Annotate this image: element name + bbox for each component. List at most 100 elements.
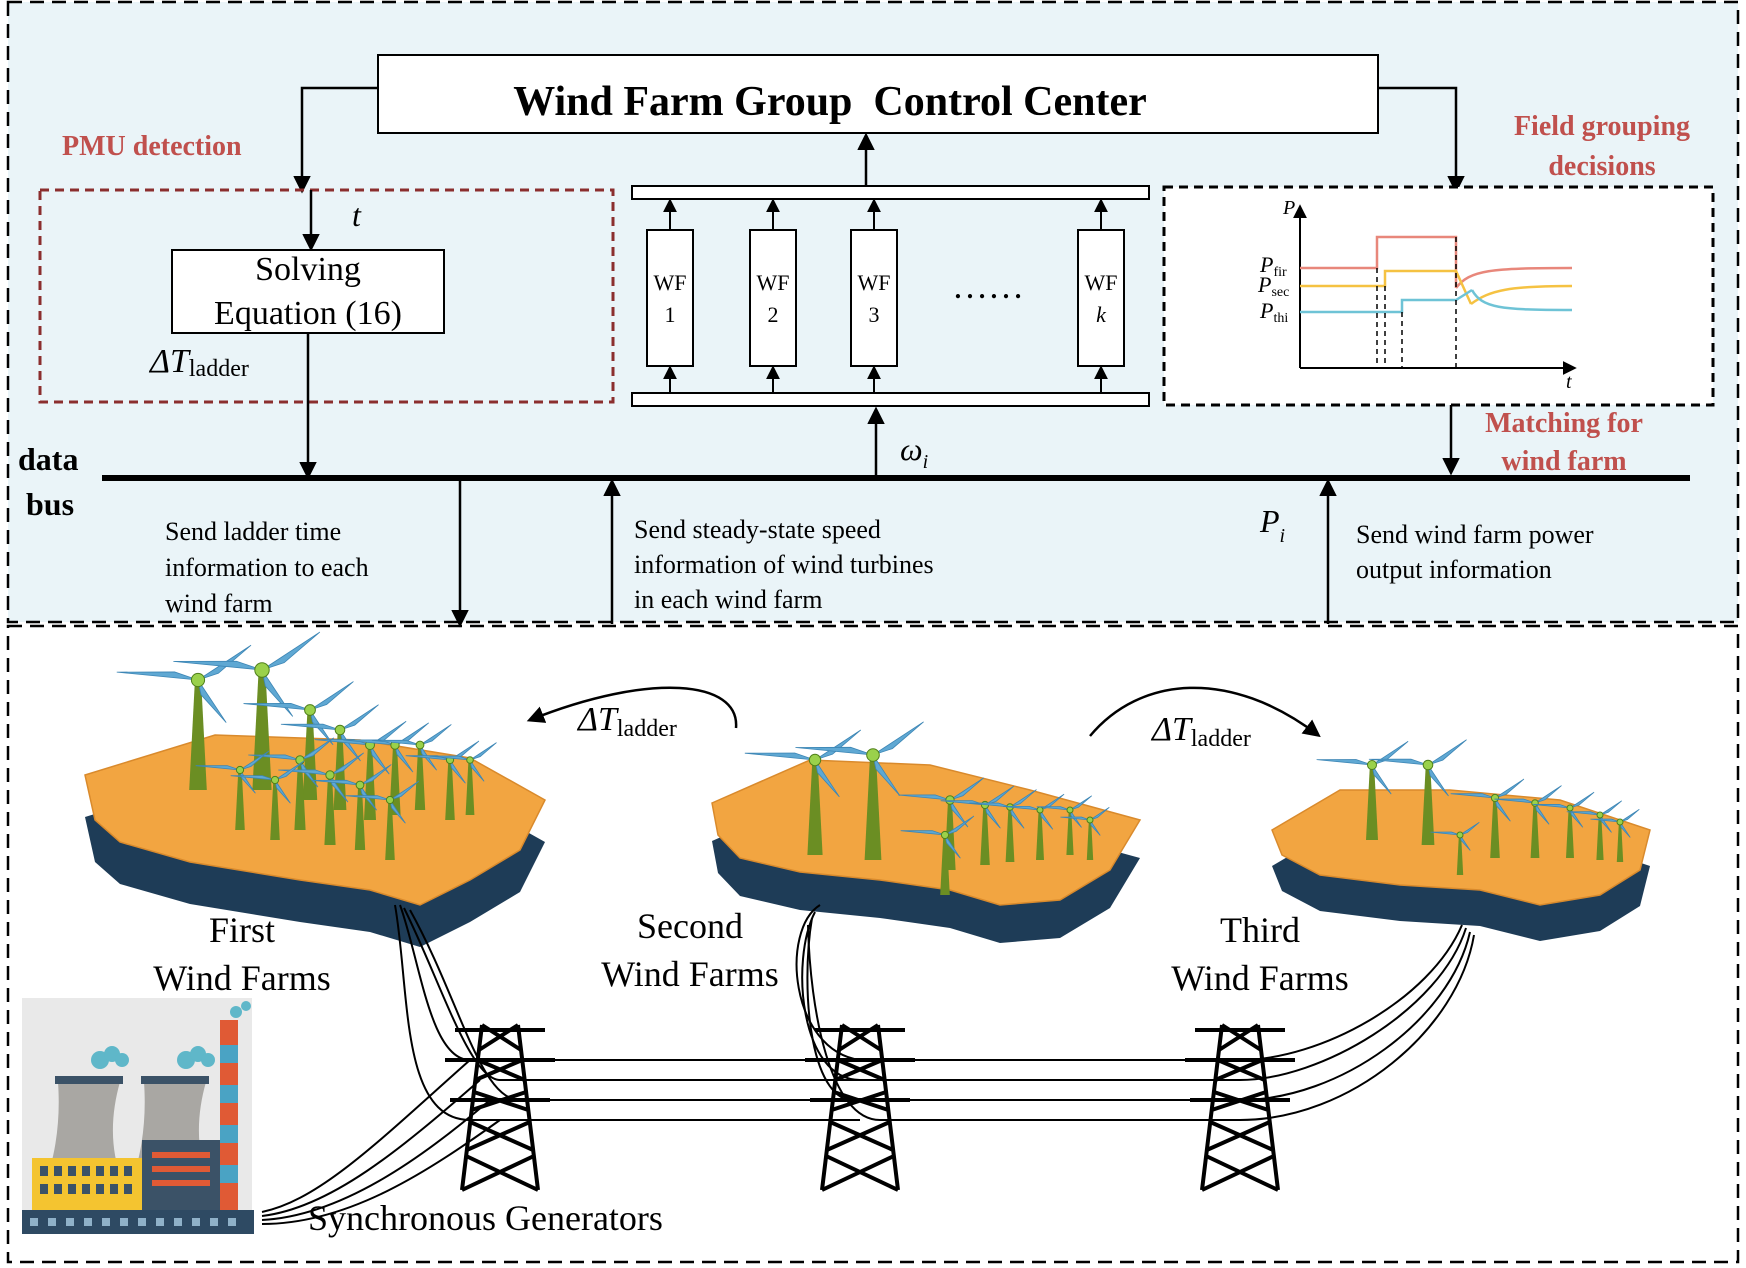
matching-label-line1: Matching for (1485, 408, 1643, 439)
wind-turbine-icon (898, 777, 985, 870)
ladder-arrow-left-label: ΔTladder (576, 701, 677, 742)
solving-line2: Equation (16) (214, 295, 402, 332)
third-farm-label-line2: Wind Farms (1171, 958, 1349, 998)
field-grouping-label-line2: decisions (1548, 151, 1655, 182)
p-fir-label: Pfir (1259, 252, 1287, 280)
ladder-message-line1: Send ladder time (165, 517, 341, 546)
ladder-arrow-right-label: ΔTladder (1150, 711, 1251, 752)
mini-chart-y-label: P (1282, 197, 1295, 219)
transmission-lines (261, 904, 1475, 1225)
data-bus-label-line2: bus (26, 486, 74, 522)
control-center-box (377, 54, 1379, 134)
wf-unit-label-bottom: 3 (869, 302, 880, 327)
wind-turbine-icon (795, 721, 924, 860)
wind-farm-islands (84, 631, 1651, 947)
control-to-pmu-arrow (293, 86, 378, 194)
ladder-message-line3: wind farm (165, 589, 273, 618)
field-grouping-box (1162, 185, 1715, 407)
wf-unit-4: WF k (1077, 198, 1125, 393)
pmu-detection-label: PMU detection (62, 131, 242, 162)
wind-turbine-icon (1450, 778, 1525, 858)
delta-t-ladder-output: ΔTladder (148, 343, 249, 382)
wf-unit-box (749, 229, 797, 367)
wind-turbine-icon (1003, 793, 1065, 860)
p-sec-line (1300, 269, 1473, 305)
p-sec-recovery (1470, 284, 1573, 306)
solving-equation-box (171, 249, 445, 334)
wf-unit-1: WF 1 (646, 198, 694, 393)
ladder-message-line2: information to each (165, 553, 369, 582)
field-grouping-label-line1: Field grouping (1514, 111, 1690, 142)
wf-top-bar (631, 185, 1150, 200)
wf-bottom-bar (631, 392, 1150, 407)
t-input-label: t (352, 197, 362, 233)
third-farm-island (1271, 739, 1651, 941)
wf-unit-box (646, 229, 694, 367)
wf-unit-label-bottom: 2 (768, 302, 779, 327)
wf-unit-box (850, 229, 898, 367)
wf-unit-2: WF 2 (749, 198, 797, 393)
solving-line1: Solving (255, 251, 361, 288)
power-message: Send wind farm power output information (1356, 520, 1594, 584)
wind-turbine-icon (940, 785, 1015, 865)
ladder-arrow-right (1089, 686, 1321, 738)
control-to-grouping-arrow (1378, 86, 1465, 194)
wf-ellipsis: …… (952, 266, 1024, 306)
wf-unit-label-bottom: k (1096, 302, 1107, 327)
p-thi-recovery (1470, 289, 1573, 312)
first-farm-island (84, 631, 546, 947)
control-center-title: Wind Farm Group Control Center (513, 79, 1147, 125)
power-plant-icon (22, 998, 254, 1234)
omega-label: ωi (900, 431, 928, 473)
transmission-tower-icon (805, 1023, 915, 1192)
wf-unit-label-top: WF (1085, 270, 1118, 295)
wf-unit-label-top: WF (757, 270, 790, 295)
transmission-towers (445, 1023, 1295, 1192)
first-farm-label-line1: First (209, 910, 275, 950)
wind-turbine-icon (1533, 791, 1595, 858)
wind-turbine-icon (345, 780, 420, 860)
third-farm-label-line1: Third (1220, 910, 1300, 950)
second-farm-label-line1: Second (637, 906, 743, 946)
wf-unit-3: WF 3 (850, 198, 898, 393)
power-message-line2: output information (1356, 555, 1552, 584)
wf-unit-label-bottom: 1 (665, 302, 676, 327)
speed-message-line1: Send steady-state speed (634, 515, 881, 544)
transmission-tower-icon (1185, 1023, 1295, 1192)
speed-message-line2: information of wind turbines (634, 550, 934, 579)
power-label: Pi (1259, 503, 1285, 547)
wind-turbine-icon (1036, 795, 1092, 855)
p-thi-label: Pthi (1259, 298, 1288, 326)
wind-turbine-icon (230, 760, 305, 840)
wf-unit-label-top: WF (858, 270, 891, 295)
wind-turbine-icon (1494, 785, 1562, 858)
wf-unit-label-top: WF (654, 270, 687, 295)
wind-turbine-icon (1060, 807, 1110, 860)
ladder-message: Send ladder time information to each win… (165, 517, 369, 618)
data-bus-label-line1: data (18, 441, 78, 477)
wind-turbine-icon (243, 681, 354, 800)
wind-turbine-icon (1590, 809, 1640, 862)
p-sec-label: Psec (1257, 272, 1289, 300)
first-farm-label-line2: Wind Farms (153, 958, 331, 998)
physical-system-panel (6, 624, 1740, 1264)
matching-label-line2: wind farm (1501, 446, 1626, 477)
ladder-arrow-left (526, 686, 738, 729)
power-message-line1: Send wind farm power (1356, 520, 1594, 549)
transmission-tower-icon (445, 1023, 555, 1192)
wind-turbine-icon (744, 729, 862, 855)
wind-turbine-icon (900, 815, 975, 895)
wind-farm-units: WF 1 WF 2 WF 3 WF k (646, 198, 1125, 393)
mini-chart-x-label: t (1566, 371, 1572, 393)
p-fir-line (1300, 235, 1458, 288)
wind-turbine-icon (429, 742, 497, 815)
wind-turbine-icon (311, 764, 392, 850)
p-thi-line (1300, 288, 1473, 314)
wind-turbine-icon (1430, 822, 1480, 875)
pmu-detection-box (38, 188, 615, 404)
second-farm-label-line2: Wind Farms (601, 954, 779, 994)
wind-turbine-icon (1368, 739, 1467, 845)
wind-turbine-icon (195, 750, 270, 830)
wf-unit-box (1077, 229, 1125, 367)
